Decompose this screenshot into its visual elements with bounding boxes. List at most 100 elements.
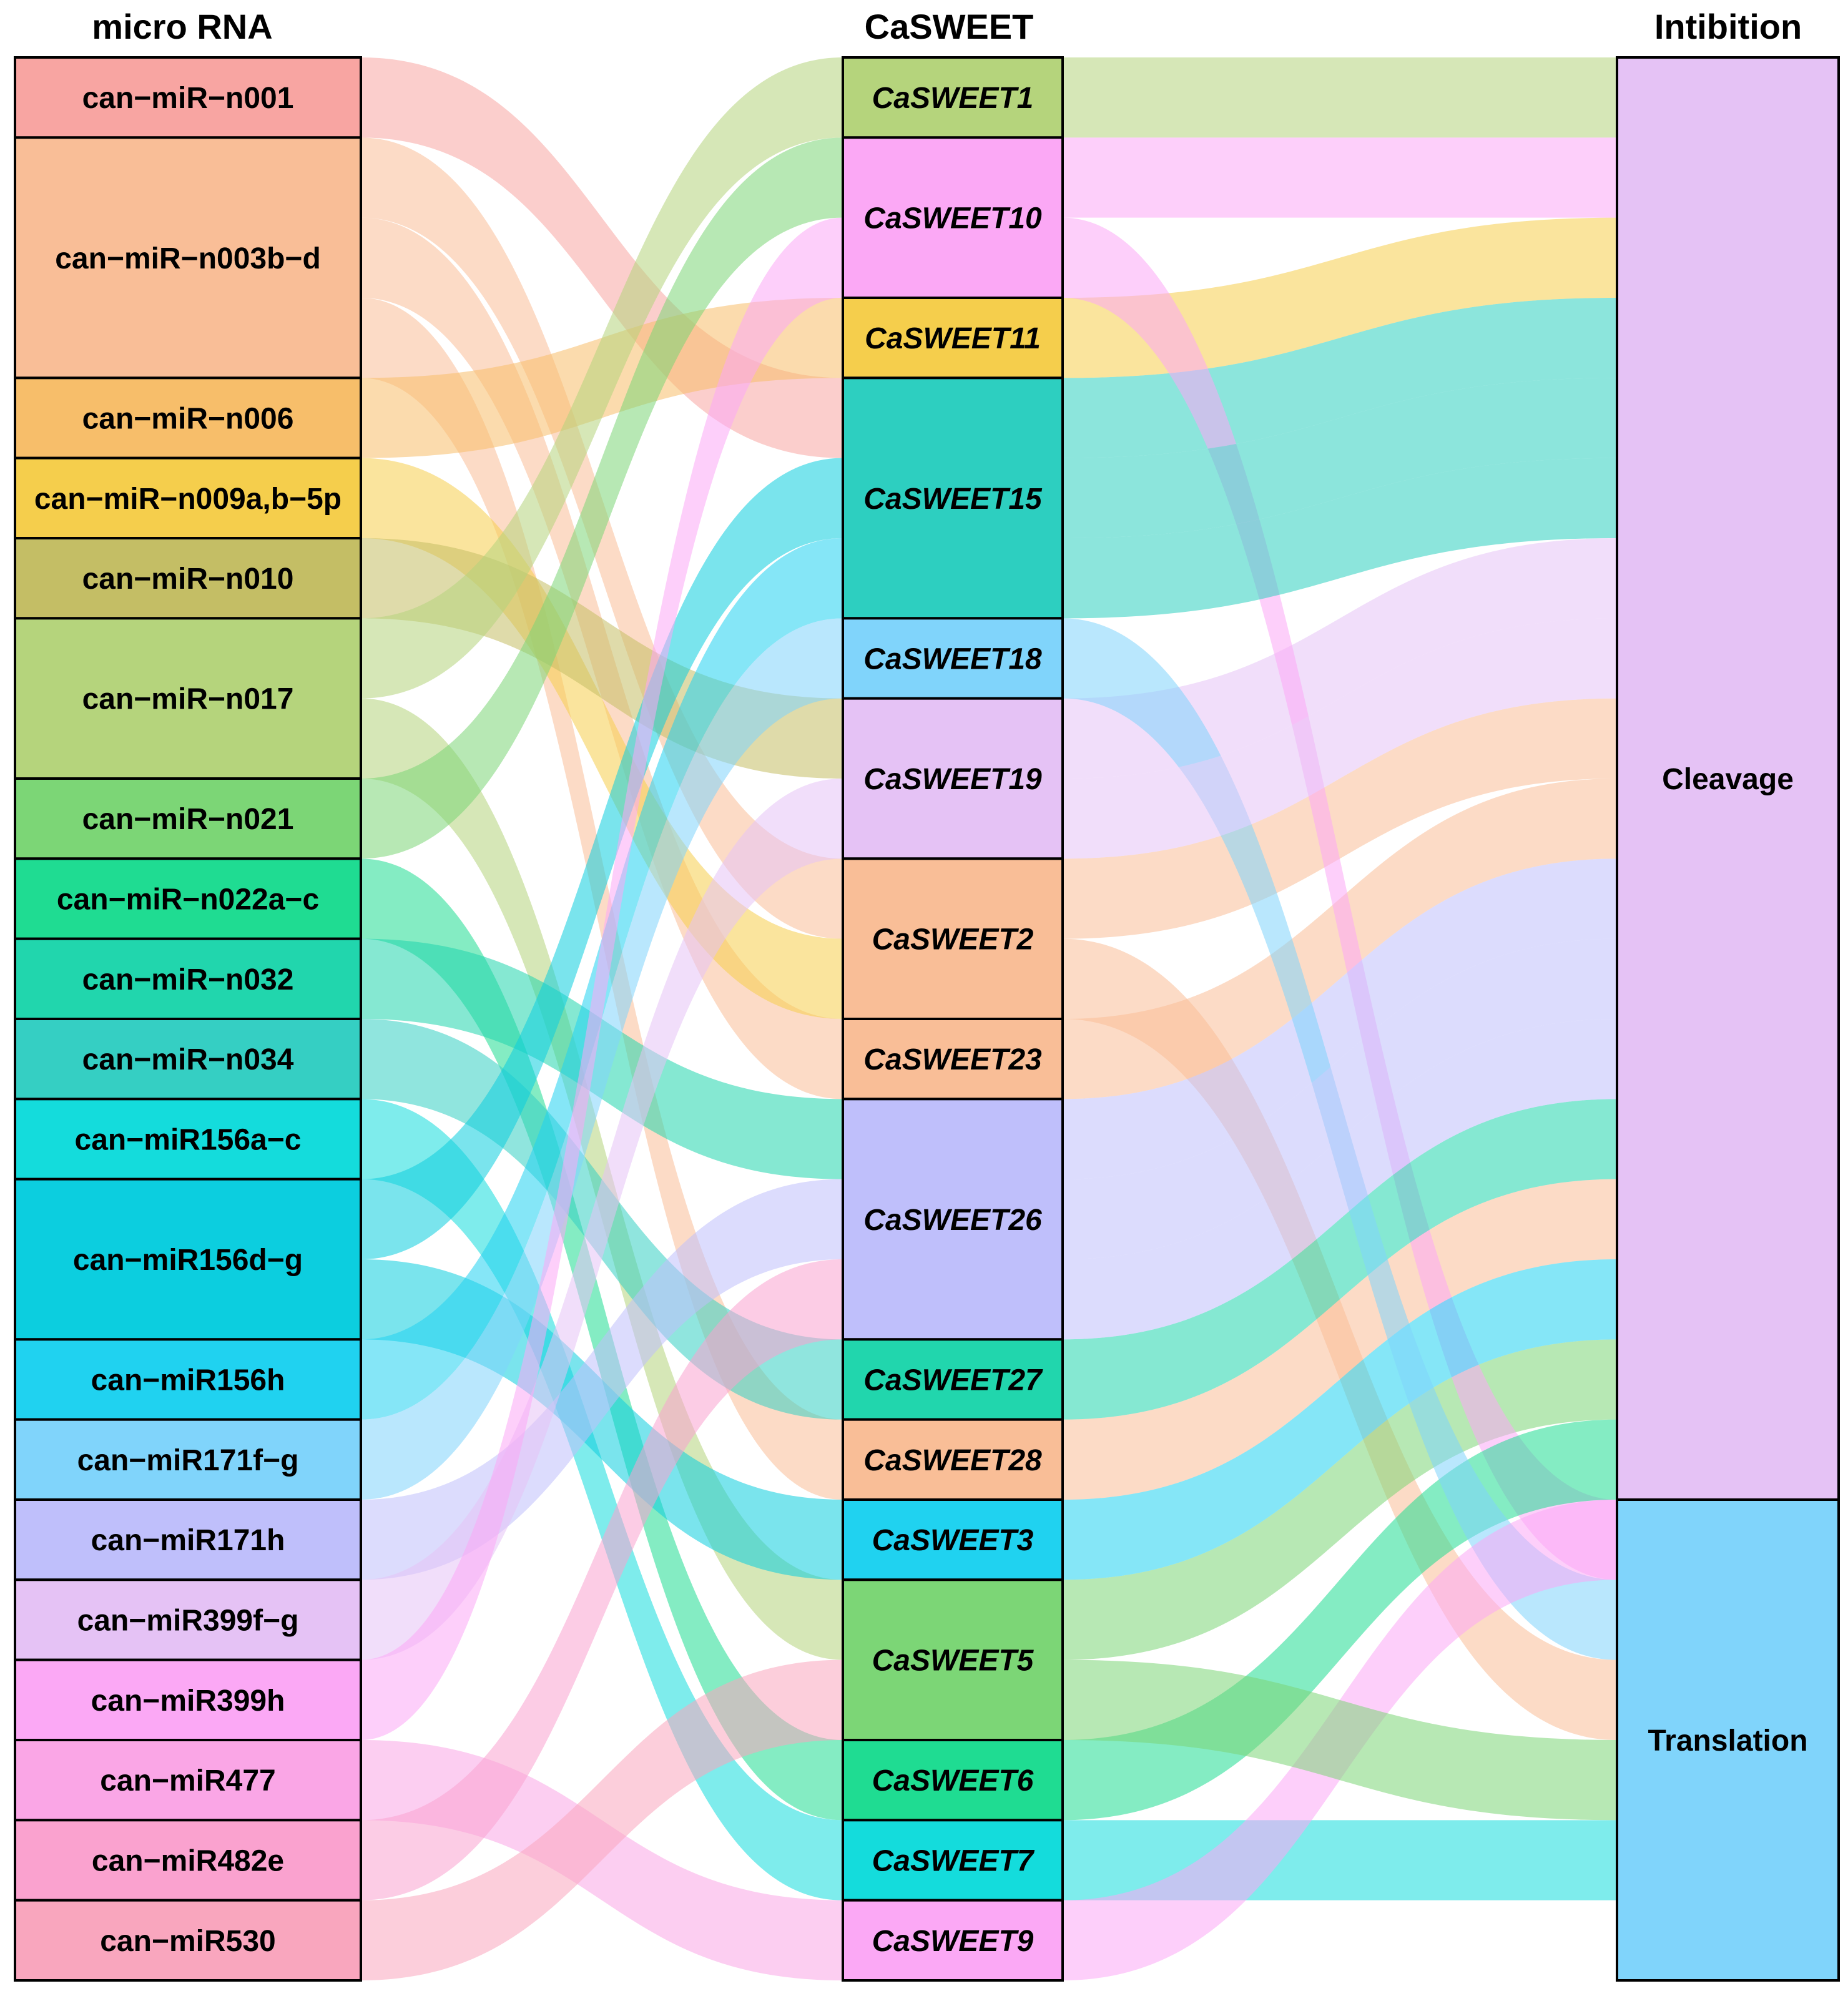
gene-node [842, 1578, 1064, 1741]
flow-gene-inhibition [1063, 938, 1617, 1740]
mirna-node [14, 617, 362, 780]
flow-mirna-gene [361, 779, 843, 1660]
gene-node-label: CaSWEET7 [872, 1845, 1035, 1878]
flow-layer [361, 57, 1617, 1980]
gene-node-label: CaSWEET9 [872, 1925, 1034, 1958]
flow-mirna-gene [361, 1259, 843, 1900]
flow-gene-inhibition [1063, 57, 1617, 138]
mirna-node-label: can−miR−n032 [82, 963, 294, 996]
flow-mirna-gene [361, 458, 843, 1019]
mirna-node [14, 777, 362, 860]
flow-gene-inhibition [1063, 1099, 1617, 1420]
flow-gene-inhibition [1063, 858, 1617, 1179]
flow-mirna-gene [361, 57, 843, 699]
gene-node [842, 857, 1064, 1021]
gene-node [842, 297, 1064, 380]
gene-node [842, 1338, 1064, 1421]
gene-node-label: CaSWEET19 [863, 763, 1042, 796]
inhibition-node [1616, 1498, 1840, 1982]
gene-node [842, 1899, 1064, 1982]
mirna-node-label: can−miR−n022a−c [57, 883, 319, 917]
flow-gene-inhibition [1063, 938, 1617, 1259]
mirna-node [14, 1899, 362, 1982]
gene-node-label: CaSWEET2 [872, 923, 1034, 956]
gene-node [842, 617, 1064, 700]
mirna-node-label: can−miR−n021 [82, 803, 294, 836]
mirna-node-label: can−miR−n034 [82, 1043, 294, 1076]
mirna-node-label: can−miR−n010 [82, 563, 294, 596]
flow-mirna-gene [361, 618, 843, 1500]
flow-mirna-gene [361, 458, 843, 1259]
gene-node-label: CaSWEET10 [863, 202, 1042, 235]
inhibition-node-label: Translation [1648, 1724, 1807, 1758]
gene-node [842, 56, 1064, 139]
mirna-node [14, 937, 362, 1020]
mirna-node-label: can−miR−n001 [82, 82, 294, 115]
flow-gene-inhibition [1063, 458, 1617, 619]
mirna-node [14, 136, 362, 380]
gene-node-label: CaSWEET3 [872, 1524, 1034, 1557]
flow-gene-inhibition [1063, 1019, 1617, 1340]
mirna-node-label: can−miR482e [92, 1845, 284, 1878]
axis-title-gene: CaSWEET [865, 7, 1034, 46]
flow-gene-inhibition [1063, 137, 1617, 218]
mirna-node [14, 376, 362, 460]
gene-node [842, 1018, 1064, 1101]
mirna-node-label: can−miR−n006 [82, 403, 294, 436]
mirna-node-label: can−miR156a−c [75, 1124, 302, 1157]
gene-node-label: CaSWEET23 [863, 1043, 1042, 1076]
flow-gene-inhibition [1063, 538, 1617, 779]
flow-gene-inhibition [1063, 698, 1617, 939]
mirna-node-label: can−miR156d−g [73, 1244, 303, 1277]
gene-node [842, 1418, 1064, 1502]
flow-mirna-gene [361, 858, 843, 1821]
mirna-node-label: can−miR530 [100, 1925, 276, 1958]
flow-gene-inhibition [1063, 1659, 1617, 1821]
gene-node [842, 136, 1064, 299]
mirna-node-label: can−miR−n009a,b−5p [34, 483, 342, 516]
flow-gene-inhibition [1063, 618, 1617, 859]
node-layer: can−miR−n001 can−miR−n003b−d can−miR−n006 c… [14, 56, 1840, 1982]
mirna-node [14, 1098, 362, 1181]
flow-gene-inhibition [1063, 378, 1617, 538]
flow-gene-inhibition [1063, 217, 1617, 1580]
mirna-node-label: can−miR156h [91, 1364, 285, 1397]
gene-node-label: CaSWEET15 [863, 483, 1043, 516]
mirna-node-label: can−miR−n003b−d [55, 242, 321, 275]
mirna-node [14, 1658, 362, 1742]
axis-title-inhibition: Intibition [1654, 7, 1802, 46]
flow-gene-inhibition [1063, 217, 1617, 378]
inhibition-node-label: Cleavage [1662, 763, 1794, 796]
gene-node [842, 1098, 1064, 1341]
mirna-node [14, 1498, 362, 1581]
mirna-node [14, 1177, 362, 1341]
gene-node-label: CaSWEET6 [872, 1764, 1034, 1797]
mirna-node [14, 1739, 362, 1822]
mirna-node [14, 537, 362, 620]
gene-node-label: CaSWEET1 [872, 82, 1034, 115]
flow-mirna-gene [361, 1099, 843, 1900]
gene-node [842, 1739, 1064, 1822]
gene-node-label: CaSWEET27 [863, 1364, 1043, 1397]
flow-mirna-gene [361, 1659, 843, 1980]
flow-mirna-gene [361, 217, 843, 1740]
mirna-node-label: can−miR171f−g [77, 1444, 299, 1477]
gene-node [842, 376, 1064, 620]
mirna-node-label: can−miR−n017 [82, 683, 294, 716]
mirna-node-label: can−miR477 [100, 1764, 276, 1797]
flow-gene-inhibition [1063, 1259, 1617, 1580]
flow-mirna-gene [361, 137, 843, 859]
mirna-node [14, 1578, 362, 1661]
mirna-node-label: can−miR399f−g [77, 1605, 299, 1638]
gene-node-label: CaSWEET28 [863, 1444, 1042, 1477]
inhibition-node [1616, 56, 1840, 1501]
mirna-node [14, 56, 362, 139]
mirna-node [14, 1338, 362, 1421]
gene-node [842, 697, 1064, 860]
gene-node-label: CaSWEET18 [863, 643, 1042, 676]
mirna-node-label: can−miR171h [91, 1524, 285, 1557]
mirna-node-label: can−miR399h [91, 1684, 285, 1718]
gene-node [842, 1498, 1064, 1581]
gene-node-label: CaSWEET11 [865, 322, 1041, 355]
